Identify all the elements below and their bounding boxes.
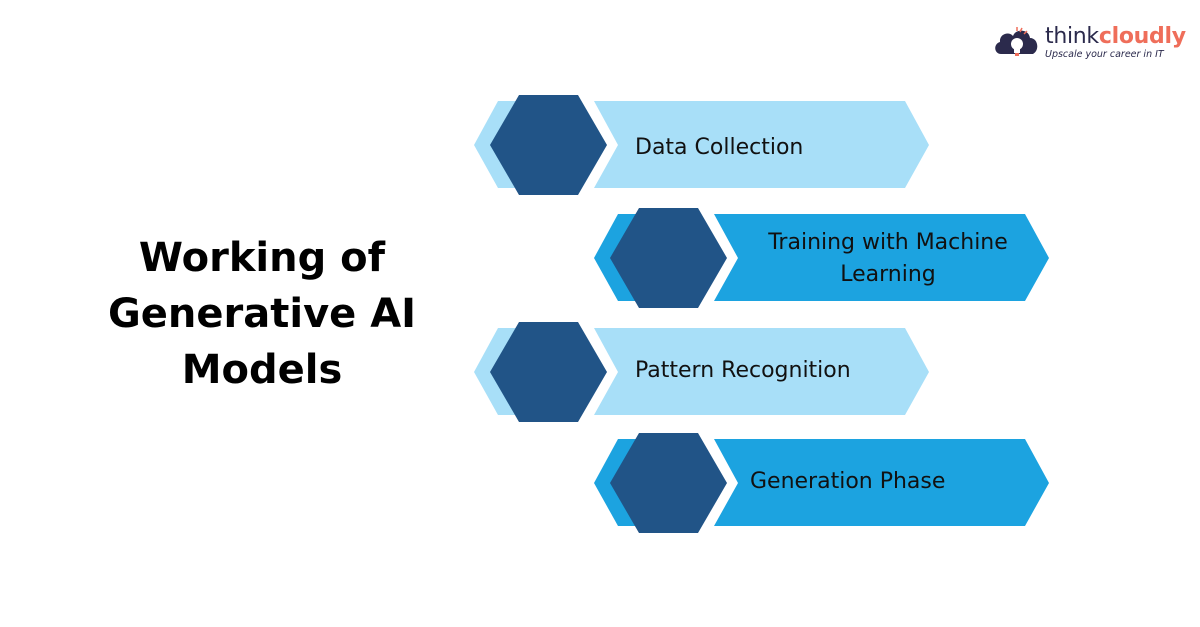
- thinkcloudly-logo: thinkcloudly Upscale your career in IT: [993, 24, 1186, 64]
- brand-tagline: Upscale your career in IT: [1045, 49, 1164, 60]
- cloud-bulb-icon: [995, 27, 1038, 56]
- step-hexagon-1: [490, 95, 607, 195]
- step-label-1: Data Collection: [635, 135, 804, 160]
- step-hexagon-4: [610, 433, 727, 533]
- step-band-3: [594, 328, 929, 415]
- step-label-3: Pattern Recognition: [635, 358, 851, 383]
- brand-name: thinkcloudly: [1045, 24, 1186, 49]
- step-band-2: [714, 214, 1049, 301]
- step-band-1: [594, 101, 929, 188]
- step-band-4: [714, 439, 1049, 526]
- step-label-4: Generation Phase: [750, 469, 946, 494]
- diagram-title: Working of Generative AI Models: [107, 235, 417, 393]
- step-label-2: Training with Machine Learning: [768, 230, 1008, 287]
- step-hexagon-2: [610, 208, 727, 308]
- step-hexagon-3: [490, 322, 607, 422]
